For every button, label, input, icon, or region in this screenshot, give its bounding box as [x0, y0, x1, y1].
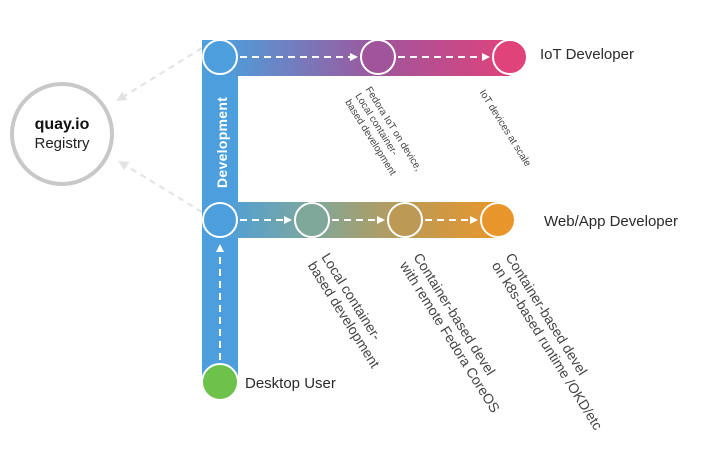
webapp-developer-label: Web/App Developer [544, 213, 678, 230]
iot-developer-label: IoT Developer [540, 46, 634, 63]
registry-name: quay.io [34, 116, 90, 133]
iot-step-node-1[interactable] [360, 39, 396, 75]
webapp-end-node[interactable] [480, 202, 516, 238]
quay-registry-node[interactable]: quay.io Registry [10, 82, 114, 186]
webapp-step-node-2[interactable] [387, 202, 423, 238]
webapp-step-node-1[interactable] [294, 202, 330, 238]
desktop-user-label: Desktop User [245, 375, 336, 392]
iot-end-node[interactable] [492, 39, 528, 75]
development-bar-label: Development [214, 96, 230, 188]
iot-start-node[interactable] [202, 39, 238, 75]
desktop-user-node[interactable] [201, 363, 239, 401]
webapp-start-node[interactable] [202, 202, 238, 238]
registry-subtitle: Registry [34, 135, 90, 152]
registry-link-mid [118, 160, 203, 213]
registry-link-top [116, 47, 203, 102]
